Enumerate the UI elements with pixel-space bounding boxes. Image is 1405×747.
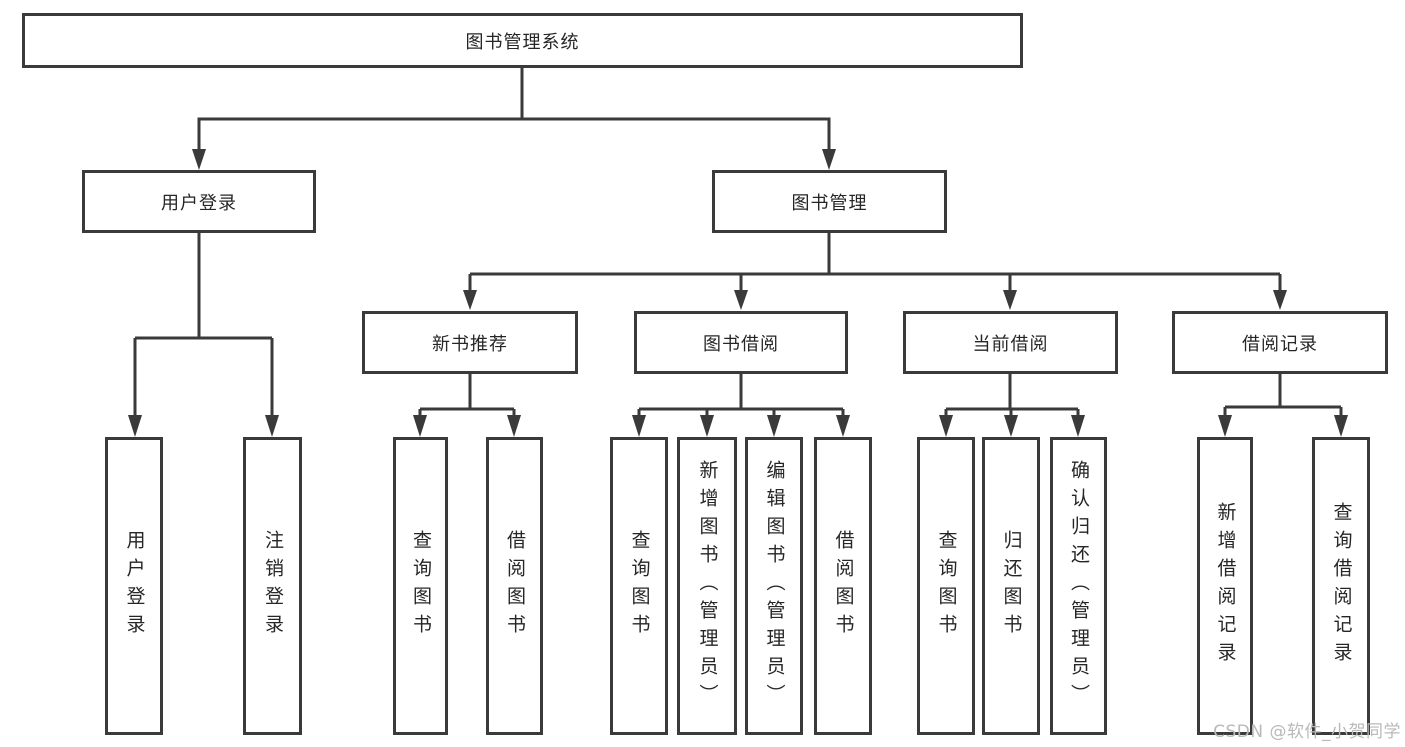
- leaf-user-login: 用户登录: [105, 437, 163, 735]
- node-book-management: 图书管理: [712, 170, 947, 233]
- leaf-current-query-books-label: 查询图书: [935, 530, 958, 642]
- leaf-records-query-borrow-record: 查询借阅记录: [1312, 437, 1370, 735]
- node-user-login: 用户登录: [82, 170, 316, 233]
- csdn-watermark: CSDN @软件_小贺同学: [1213, 722, 1401, 742]
- leaf-current-return-books: 归还图书: [982, 437, 1040, 735]
- node-borrowing-records: 借阅记录: [1172, 311, 1388, 374]
- leaf-recommend-borrow-books-label: 借阅图书: [504, 530, 526, 642]
- node-book-borrowing-label: 图书借阅: [703, 333, 779, 355]
- leaf-borrowing-borrow-books-label: 借阅图书: [832, 530, 855, 642]
- leaf-borrowing-edit-books-admin-label: 编辑图书（管理员）: [763, 460, 786, 712]
- arrowheads: [128, 149, 1348, 437]
- leaf-borrowing-query-books-label: 查询图书: [628, 530, 651, 642]
- node-book-management-label: 图书管理: [791, 192, 868, 214]
- leaf-current-confirm-return-admin-label: 确认归还（管理员）: [1068, 460, 1090, 712]
- leaf-current-return-books-label: 归还图书: [1000, 530, 1023, 642]
- node-borrowing-records-label: 借阅记录: [1242, 333, 1318, 355]
- leaf-records-query-borrow-record-label: 查询借阅记录: [1330, 502, 1353, 670]
- node-new-book-recommendation: 新书推荐: [362, 311, 578, 374]
- leaf-borrowing-borrow-books: 借阅图书: [814, 437, 872, 735]
- leaf-borrowing-add-books-admin: 新增图书（管理员）: [677, 437, 737, 735]
- leaf-borrowing-query-books: 查询图书: [610, 437, 668, 735]
- leaf-logout: 注销登录: [243, 437, 302, 735]
- node-book-borrowing: 图书借阅: [634, 311, 848, 374]
- node-library-management-system: 图书管理系统: [22, 13, 1023, 68]
- leaf-recommend-query-books: 查询图书: [393, 437, 448, 735]
- leaf-records-add-borrow-record: 新增借阅记录: [1197, 437, 1253, 735]
- leaf-current-query-books: 查询图书: [917, 437, 975, 735]
- node-current-borrowing: 当前借阅: [903, 311, 1118, 374]
- leaf-borrowing-add-books-admin-label: 新增图书（管理员）: [696, 460, 719, 712]
- leaf-current-confirm-return-admin: 确认归还（管理员）: [1050, 437, 1107, 735]
- node-current-borrowing-label: 当前借阅: [972, 333, 1049, 355]
- leaf-recommend-borrow-books: 借阅图书: [486, 437, 543, 735]
- leaf-logout-label: 注销登录: [262, 530, 284, 642]
- node-library-management-system-label: 图书管理系统: [465, 31, 580, 53]
- leaf-borrowing-edit-books-admin: 编辑图书（管理员）: [745, 437, 803, 735]
- node-user-login-label: 用户登录: [161, 192, 237, 214]
- leaf-user-login-label: 用户登录: [123, 530, 146, 642]
- leaf-recommend-query-books-label: 查询图书: [410, 530, 432, 642]
- node-new-book-recommendation-label: 新书推荐: [432, 333, 508, 355]
- leaf-records-add-borrow-record-label: 新增借阅记录: [1214, 502, 1237, 670]
